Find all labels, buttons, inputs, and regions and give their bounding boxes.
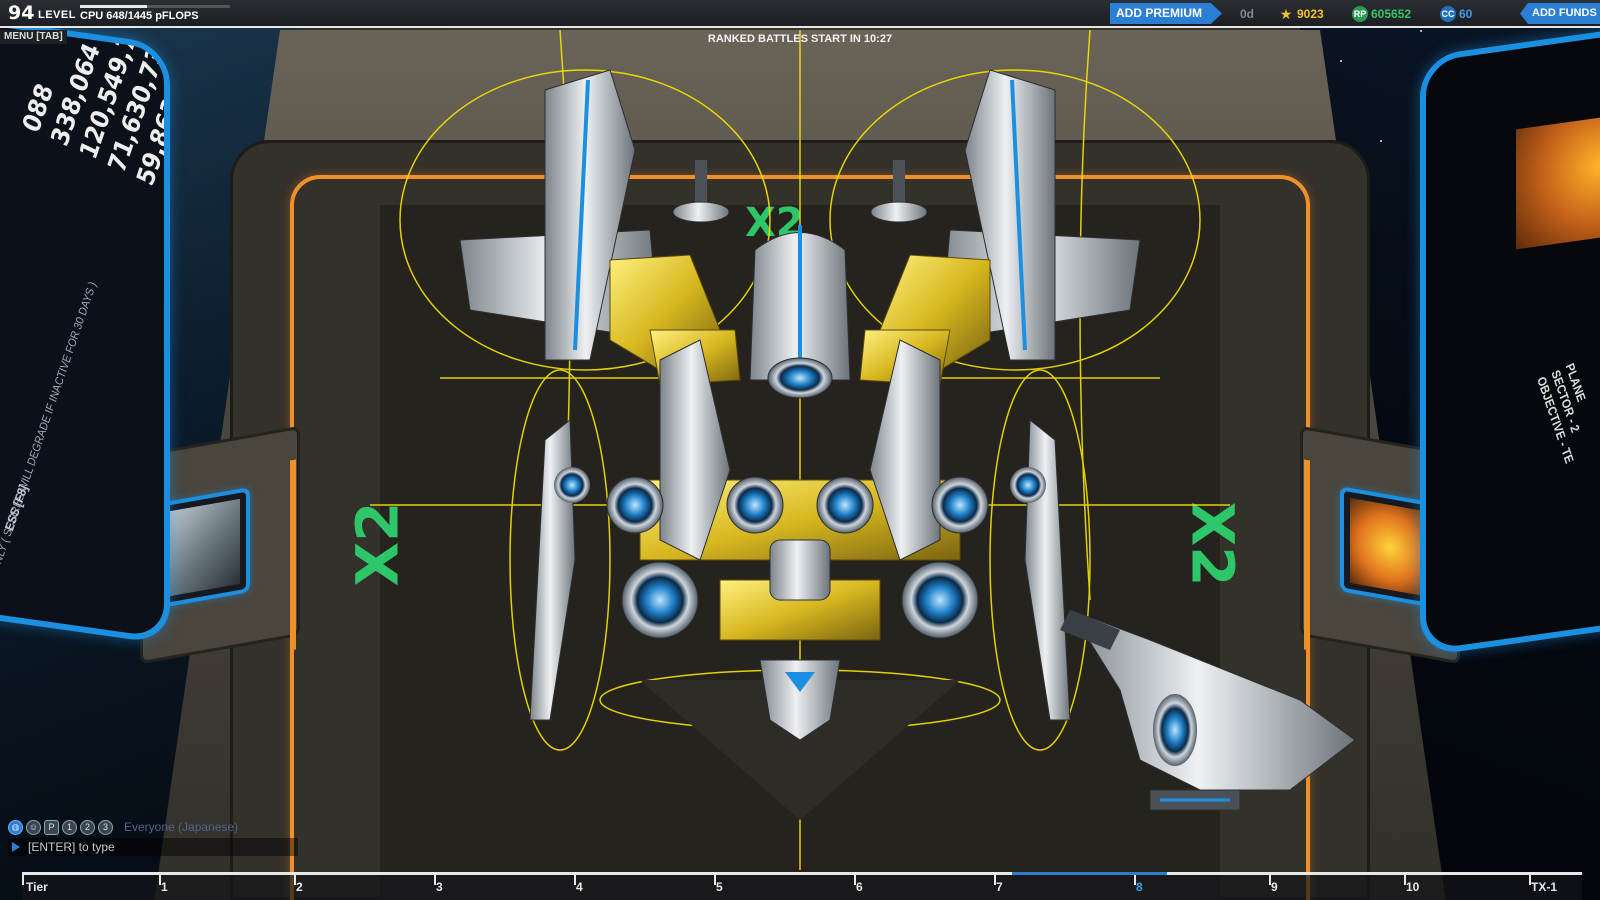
tier-label: 3 <box>436 880 443 894</box>
chat-input-hint: [ENTER] to type <box>28 840 115 854</box>
menu-tab-button[interactable]: MENU [TAB] <box>0 30 67 44</box>
chat-input[interactable]: [ENTER] to type <box>8 838 298 856</box>
tier-bar-background <box>22 875 1582 900</box>
user-1-icon[interactable]: 1 <box>62 819 77 835</box>
tier-tick <box>854 875 856 885</box>
tier-tick <box>294 875 296 885</box>
guide-ellipse <box>509 369 611 751</box>
cpu-meter <box>80 5 230 8</box>
robits-icon: RP <box>1352 6 1368 22</box>
currency-value: 60 <box>1459 7 1473 21</box>
globe-icon[interactable]: ◍ <box>8 819 23 835</box>
premium-days-remaining: 0d <box>1240 7 1255 21</box>
robot-legs <box>529 418 1071 721</box>
guide-ellipse <box>829 69 1201 371</box>
robot-thrusters <box>606 476 989 639</box>
guide-ellipse <box>989 369 1091 751</box>
tier-progress-bar: Tier 1 2 3 4 5 6 7 8 9 10 TX-1 <box>22 872 1582 900</box>
tier-tick <box>574 875 576 885</box>
tier-label: TX-1 <box>1531 880 1558 894</box>
chat-box[interactable]: ◍ ☺ P 1 2 3 Everyone (Japanese) [ENTER] … <box>8 818 308 856</box>
tier-tick <box>994 875 996 885</box>
floor-shadow <box>640 680 960 820</box>
cpu-readout: CPU 648/1445 pFLOPS <box>80 10 199 22</box>
star <box>1380 140 1382 142</box>
tier-tick <box>159 875 161 885</box>
tier-tick <box>714 875 716 885</box>
star <box>1420 30 1422 32</box>
cpu-meter-fill <box>80 5 148 8</box>
currency-cosmetic-credits[interactable]: CC 60 <box>1440 5 1472 23</box>
tier-tick <box>1529 875 1531 885</box>
tier-tick <box>22 875 24 885</box>
currency-value: 9023 <box>1297 7 1324 21</box>
tier-tick <box>434 875 436 885</box>
tier-label: 6 <box>856 880 863 894</box>
tier-label: Tier <box>26 880 48 894</box>
robot-turrets <box>672 160 928 223</box>
tier-label: 7 <box>996 880 1003 894</box>
add-funds-button[interactable]: ADD FUNDS <box>1520 3 1600 24</box>
tier-tick <box>1404 875 1406 885</box>
currency-value: 605652 <box>1371 7 1412 21</box>
ranked-battles-notice: RANKED BATTLES START IN 10:27 <box>707 33 893 45</box>
top-status-bar: 94 LEVEL CPU 648/1445 pFLOPS ADD PREMIUM… <box>0 0 1600 28</box>
tier-tick <box>1134 875 1136 885</box>
tier-label: 9 <box>1271 880 1278 894</box>
guide-ellipse <box>399 69 771 371</box>
tier-label: 5 <box>716 880 723 894</box>
tier-label: 8 <box>1136 880 1143 894</box>
tier-label: 1 <box>161 880 168 894</box>
add-premium-button[interactable]: ADD PREMIUM <box>1110 3 1222 24</box>
detached-cannon-part <box>1060 609 1356 811</box>
person-icon[interactable]: ☺ <box>26 819 41 835</box>
play-icon <box>12 842 20 852</box>
party-icon[interactable]: P <box>44 819 59 835</box>
star-icon: ★ <box>1279 5 1293 22</box>
user-2-icon[interactable]: 2 <box>80 819 95 835</box>
user-3-icon[interactable]: 3 <box>98 819 113 835</box>
star <box>1340 60 1342 62</box>
tier-tick <box>1269 875 1271 885</box>
tier-label: 10 <box>1406 880 1420 894</box>
currency-robits[interactable]: RP 605652 <box>1352 5 1411 23</box>
tier-label: 2 <box>296 880 303 894</box>
cc-icon: CC <box>1440 6 1456 22</box>
robot-fuselage <box>659 225 941 741</box>
currency-tech-points[interactable]: ★ 9023 <box>1278 5 1324 23</box>
tier-label: 4 <box>576 880 583 894</box>
tier-current-marker <box>1012 872 1167 875</box>
chat-channel-name: Everyone (Japanese) <box>124 820 239 834</box>
chat-channel-bar: ◍ ☺ P 1 2 3 Everyone (Japanese) <box>8 818 308 836</box>
player-level: 94 <box>8 2 35 24</box>
player-level-label: LEVEL <box>38 9 76 21</box>
tier-track <box>22 872 1582 875</box>
